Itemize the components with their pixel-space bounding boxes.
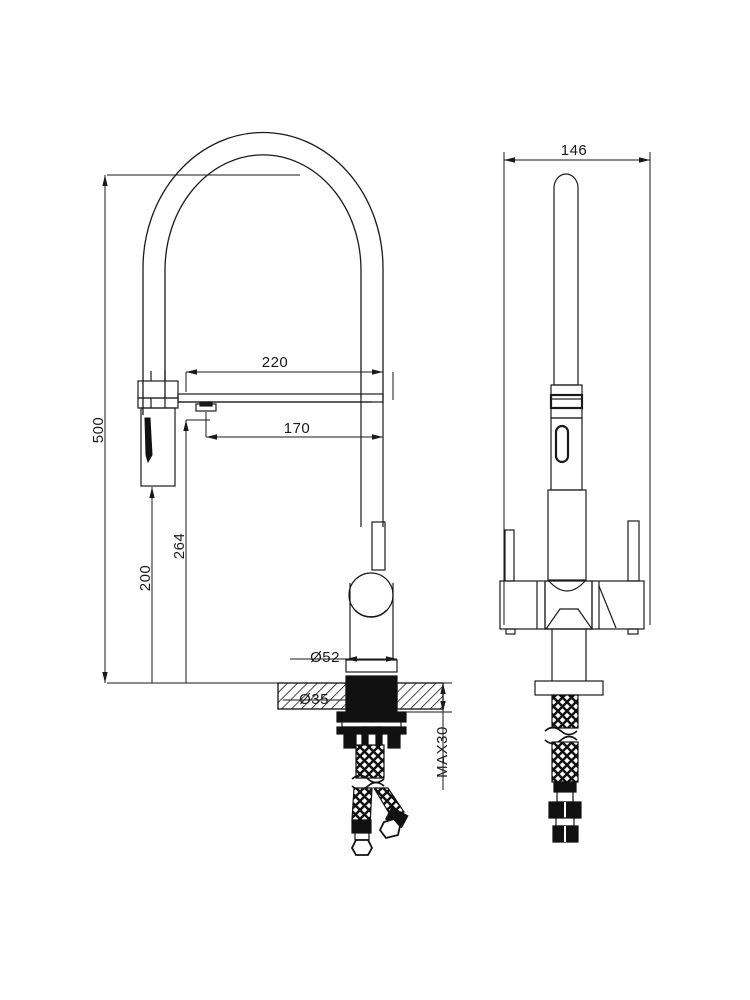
- front-collar-bands: [549, 384, 584, 419]
- handle-lever-stem: [371, 521, 386, 571]
- dim-500: [102, 174, 300, 684]
- spout-tube-inner: [164, 154, 362, 398]
- dim-label-spray-head-low: 200: [137, 565, 154, 592]
- spout-riser: [360, 398, 384, 527]
- front-supply-hose: [544, 694, 582, 843]
- dim-max30: [397, 682, 452, 790]
- front-lower-body: [547, 489, 587, 592]
- spray-trigger-icon: [144, 417, 153, 464]
- front-handle-arms: [499, 520, 645, 635]
- mounting-shank: [345, 675, 398, 713]
- dim-label-spout-reach: 220: [262, 354, 289, 371]
- dim-label-base-diameter: Ø52: [310, 649, 340, 666]
- dim-label-hole-diameter: Ø35: [299, 691, 329, 708]
- front-view-extension-lines: [503, 152, 651, 625]
- spout-tube-outer: [142, 131, 384, 415]
- dim-264: [183, 419, 210, 683]
- hose-guide-arm: [177, 393, 384, 412]
- dim-label-overall-height: 500: [90, 417, 107, 444]
- front-valve-block: [544, 580, 593, 630]
- supply-hoses: [350, 744, 409, 856]
- dim-label-overall-width: 146: [561, 142, 588, 159]
- dim-label-spray-head-height: 264: [171, 533, 188, 560]
- dim-label-max-thickness: MAX30: [434, 726, 451, 778]
- spray-head: [137, 371, 179, 487]
- dim-label-spout-reach-inner: 170: [284, 420, 311, 437]
- dim-170: [205, 412, 383, 440]
- dim-220: [185, 360, 394, 400]
- front-spray-body: [550, 417, 583, 491]
- mounting-nut: [336, 711, 407, 749]
- front-spray-head-tube: [553, 173, 579, 386]
